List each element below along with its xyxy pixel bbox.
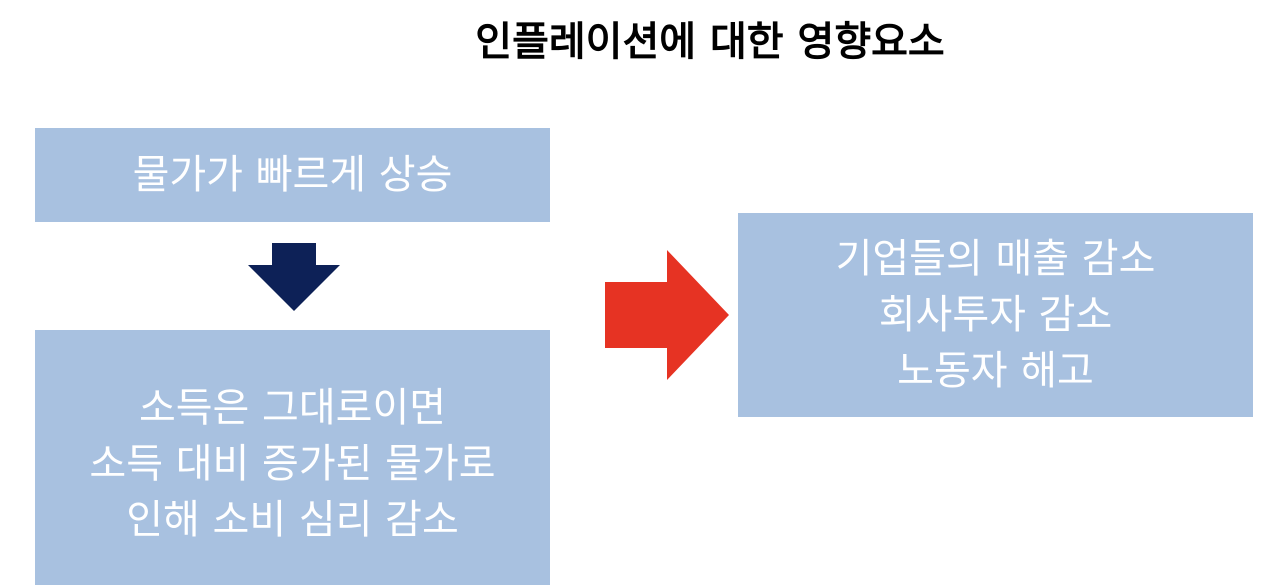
business-impact-box: 기업들의 매출 감소 회사투자 감소 노동자 해고 — [738, 213, 1253, 417]
consumption-line-3: 인해 소비 심리 감소 — [126, 496, 459, 543]
price-rise-text: 물가가 빠르게 상승 — [132, 152, 453, 198]
right-arrow-icon — [605, 250, 729, 380]
price-rise-box: 물가가 빠르게 상승 — [35, 128, 550, 222]
down-arrow-icon — [248, 243, 340, 311]
consumption-line-2: 소득 대비 증가된 물가로 — [89, 440, 496, 487]
consumption-line-1: 소득은 그대로이면 — [138, 384, 447, 431]
diagram-title: 인플레이션에 대한 영향요소 — [475, 19, 945, 65]
business-line-3: 노동자 해고 — [897, 348, 1094, 394]
consumption-decline-box: 소득은 그대로이면 소득 대비 증가된 물가로 인해 소비 심리 감소 — [35, 330, 550, 585]
business-line-1: 기업들의 매출 감소 — [835, 236, 1156, 282]
business-line-2: 회사투자 감소 — [878, 292, 1113, 338]
